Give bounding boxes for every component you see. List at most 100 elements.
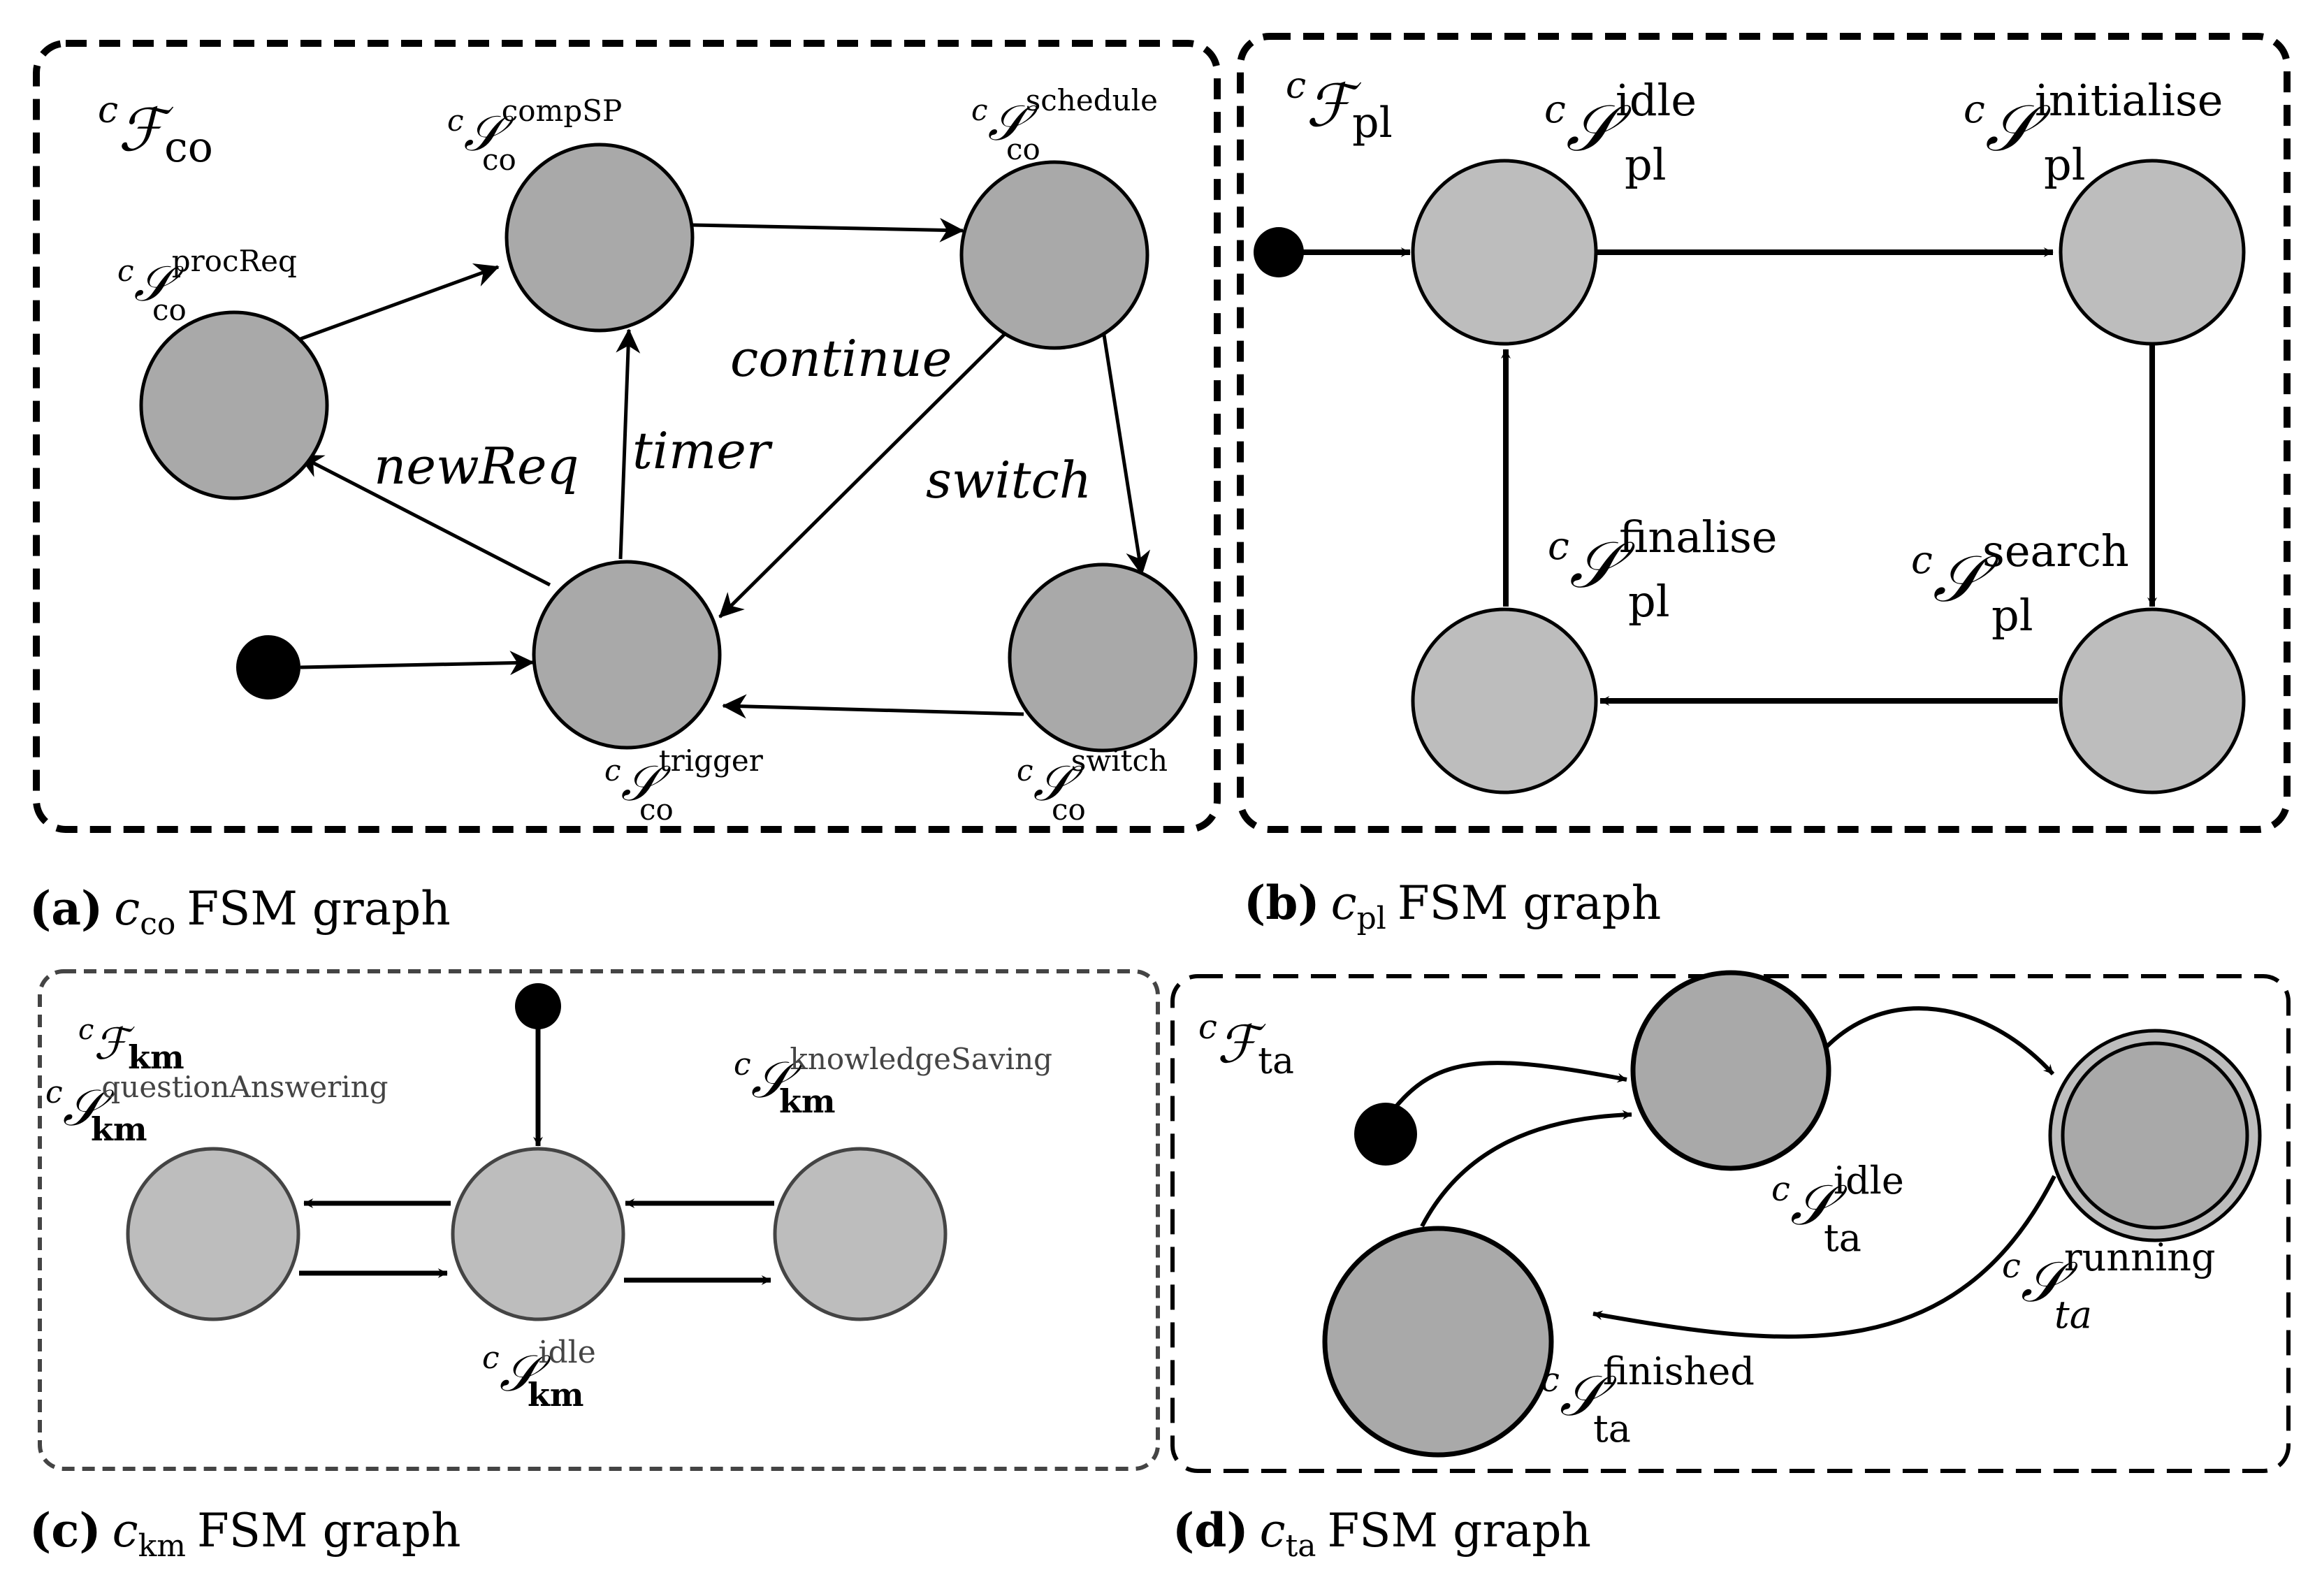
start-dot-d [1354, 1103, 1417, 1166]
label-trigger-subscript: co [639, 792, 674, 827]
state-trigger[interactable] [532, 560, 722, 750]
label-idle-b-prefix: c [1544, 87, 1566, 131]
fsm-label-c-prefix: c [78, 1014, 94, 1046]
state-procreq[interactable] [139, 310, 329, 500]
edge-compsp-to-schedule [691, 217, 964, 242]
label-idle-d-prefix: c [1771, 1170, 1790, 1209]
label-switch-superscript: switch [1071, 743, 1168, 778]
panel-c-edges [299, 1006, 774, 1285]
label-finished-subscript: ta [1593, 1407, 1631, 1451]
label-qa-superscript: questionAnswering [101, 1070, 388, 1104]
label-procreq-subscript: co [152, 293, 187, 327]
caption-a-text: FSM graph [187, 882, 450, 936]
panel-d-edges [1385, 1006, 2056, 1339]
state-schedule[interactable] [959, 160, 1149, 350]
caption-b-tag: (b) [1244, 876, 1320, 930]
edge-idle-to-running [1823, 1006, 2055, 1076]
fsm-label-d: cℱta [1198, 1008, 1294, 1082]
fsm-label-d-prefix: c [1198, 1008, 1217, 1047]
edge-label-timer: timer [632, 421, 773, 480]
state-finalise[interactable] [1411, 607, 1598, 795]
edge-label-newreq: newReq [374, 437, 579, 495]
state-idle-c[interactable] [451, 1147, 625, 1321]
start-dot-c [515, 983, 561, 1029]
caption-a-sub: co [140, 906, 175, 942]
fsm-label-d-subscript: ta [1258, 1040, 1294, 1082]
fsm-label-b-prefix: c [1286, 65, 1306, 107]
label-qa-subscript: km [91, 1110, 147, 1148]
edge-start-to-trigger [300, 651, 535, 676]
label-schedule-subscript: co [1006, 132, 1040, 166]
caption-d-text: FSM graph [1328, 1504, 1591, 1558]
caption-c-c: c [113, 1504, 138, 1558]
label-idle-c-subscript: km [528, 1376, 584, 1414]
label-idle-d-superscript: idle [1834, 1159, 1904, 1203]
label-running-superscript: running [2064, 1235, 2216, 1279]
label-schedule-superscript: schedule [1026, 83, 1158, 117]
caption-d-c: c [1260, 1504, 1286, 1558]
caption-b-sub: pl [1357, 901, 1386, 936]
label-idle-c-superscript: idle [538, 1335, 595, 1370]
caption-c-tag: (c) [29, 1503, 101, 1558]
fsm-label-a-prefix: c [98, 89, 118, 131]
edge-switch-to-trigger [722, 694, 1024, 719]
label-idle-d-subscript: ta [1824, 1216, 1861, 1260]
state-finished[interactable] [1322, 1226, 1554, 1458]
edge-procreq-to-compsp [300, 263, 500, 341]
label-search-superscript: search [1982, 525, 2129, 576]
state-knowledgesaving[interactable] [773, 1147, 948, 1321]
label-compsp-prefix: c [447, 103, 464, 138]
edge-running-to-finished [1592, 1175, 2056, 1339]
panel-a-edges [298, 217, 1151, 719]
label-compsp-subscript: co [482, 143, 516, 177]
label-trigger-prefix: c [604, 753, 621, 788]
label-search-prefix: c [1911, 537, 1933, 582]
fsm-label-a: cℱco [98, 89, 213, 172]
fsm-label-c-subscript: km [128, 1038, 184, 1076]
state-switch[interactable] [1008, 563, 1198, 753]
label-search-subscript: pl [1991, 590, 2033, 641]
edge-schedule-to-trigger [718, 328, 1010, 618]
caption-b-c: c [1331, 876, 1357, 930]
caption-d-tag: (d) [1173, 1503, 1249, 1558]
state-idle-d[interactable] [1630, 970, 1831, 1171]
edge-trigger-to-compsp [616, 328, 641, 560]
state-running-inner [2061, 1041, 2249, 1230]
label-procreq-superscript: procReq [172, 244, 297, 278]
label-running-prefix: c [2002, 1247, 2021, 1286]
state-initialise[interactable] [2059, 159, 2246, 346]
state-idle-b[interactable] [1411, 159, 1598, 346]
label-ks-superscript: knowledgeSaving [790, 1042, 1052, 1076]
label-initialise-superscript: initialise [2035, 75, 2223, 126]
state-compsp[interactable] [505, 143, 695, 333]
label-switch-prefix: c [1017, 753, 1033, 788]
edge-trigger-to-procreq [298, 454, 551, 587]
edge-finished-to-idle [1420, 1110, 1632, 1228]
label-idle-c-prefix: c [482, 1340, 500, 1376]
state-questionanswering[interactable] [126, 1147, 300, 1321]
edge-label-switch: switch [926, 451, 1091, 509]
edge-schedule-to-switch [1099, 317, 1151, 576]
state-search[interactable] [2059, 607, 2246, 795]
label-ks-prefix: c [734, 1047, 751, 1082]
label-finished-prefix: c [1541, 1361, 1560, 1400]
label-finalise-superscript: finalise [1619, 512, 1777, 563]
edge-label-continue: continue [730, 329, 952, 388]
